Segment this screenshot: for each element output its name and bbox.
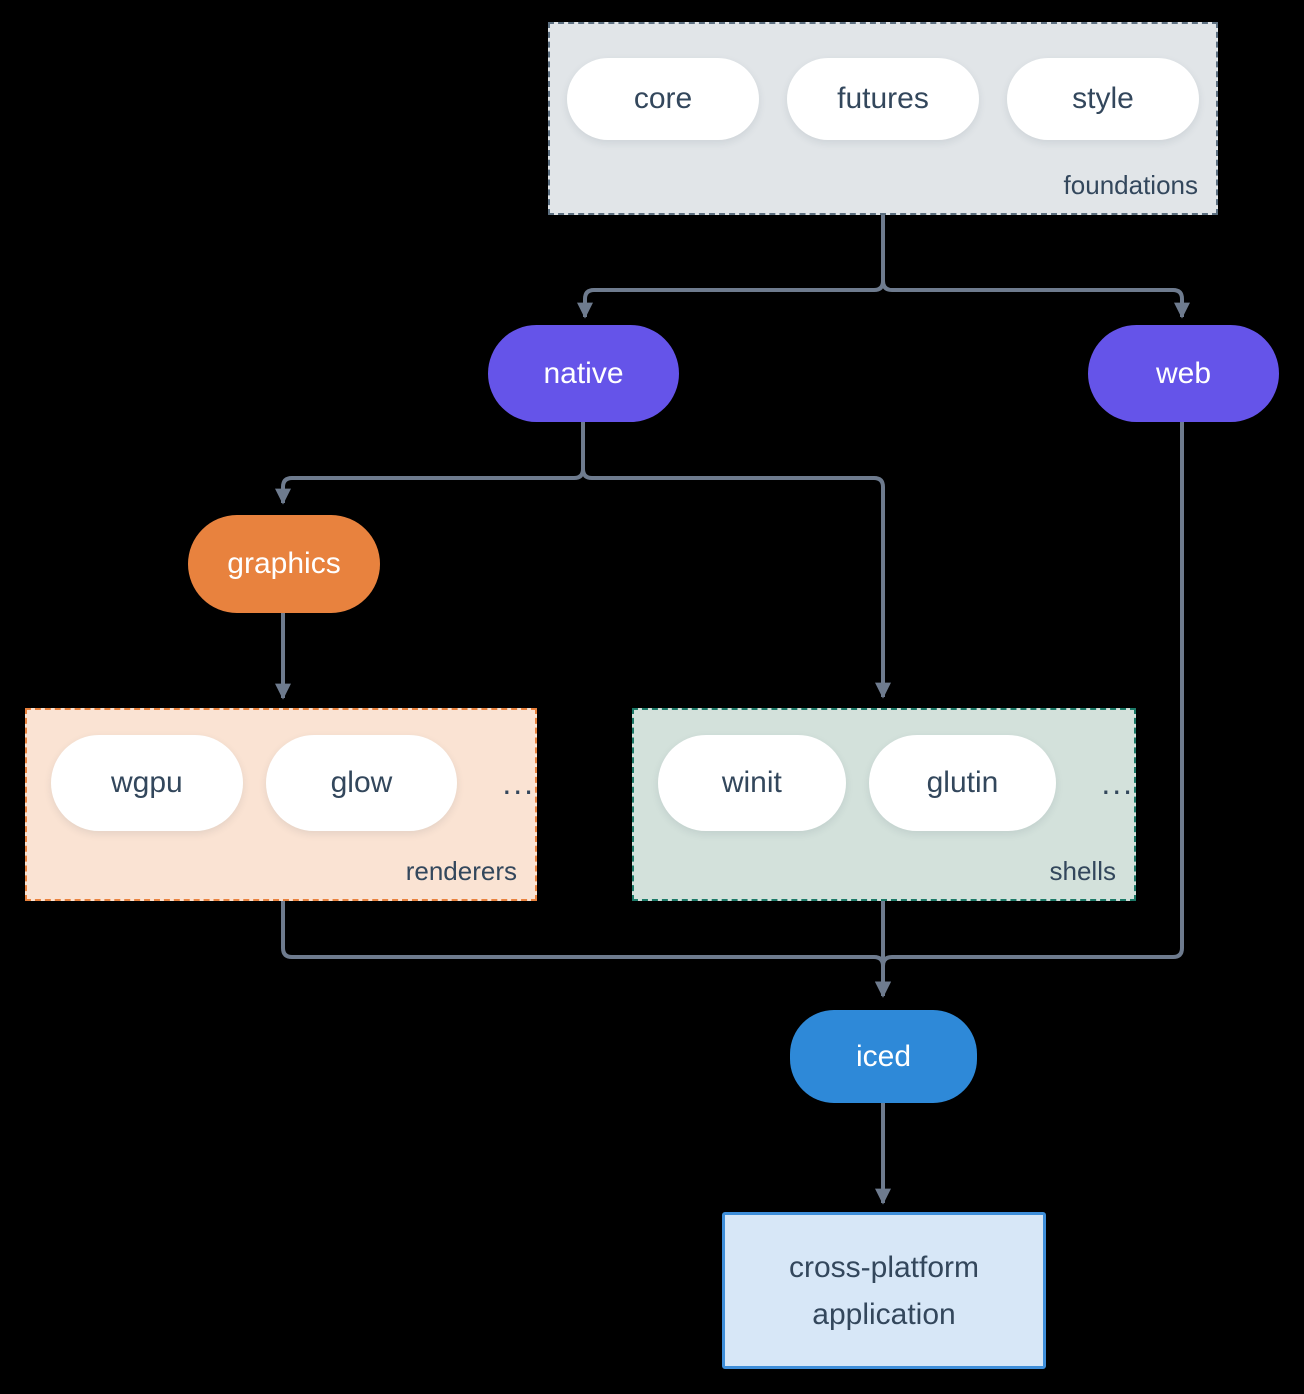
- foundations-pill-row: core futures style: [550, 24, 1216, 140]
- node-glutin: glutin: [868, 735, 1057, 831]
- node-winit: winit: [658, 735, 846, 831]
- shells-group-label: shells: [1049, 856, 1116, 886]
- edge-foundations-web: [881, 215, 1190, 319]
- node-iced: iced: [790, 1010, 977, 1103]
- shells-ellipsis: ...: [1101, 764, 1134, 801]
- node-native: native: [488, 325, 679, 422]
- edge-native-graphics: [275, 422, 585, 505]
- node-cross-platform-application: cross-platform application: [722, 1212, 1046, 1369]
- edge-foundations-native: [577, 215, 885, 319]
- foundations-group-label: foundations: [1063, 170, 1198, 200]
- edge-renderers-iced: [281, 901, 891, 998]
- node-wgpu: wgpu: [51, 735, 243, 831]
- group-foundations: core futures style foundations: [548, 22, 1218, 215]
- renderers-pill-row: wgpu glow ...: [27, 710, 535, 831]
- renderers-group-label: renderers: [405, 856, 517, 886]
- node-graphics: graphics: [188, 515, 380, 613]
- node-core: core: [567, 58, 759, 140]
- edge-native-shells: [581, 422, 891, 699]
- node-style: style: [1007, 58, 1199, 140]
- node-futures: futures: [787, 58, 979, 140]
- shells-pill-row: winit glutin ...: [634, 710, 1134, 831]
- node-web: web: [1088, 325, 1279, 422]
- group-renderers: wgpu glow ... renderers: [25, 708, 537, 901]
- group-shells: winit glutin ... shells: [632, 708, 1136, 901]
- renderers-ellipsis: ...: [502, 764, 535, 801]
- node-glow: glow: [265, 735, 458, 831]
